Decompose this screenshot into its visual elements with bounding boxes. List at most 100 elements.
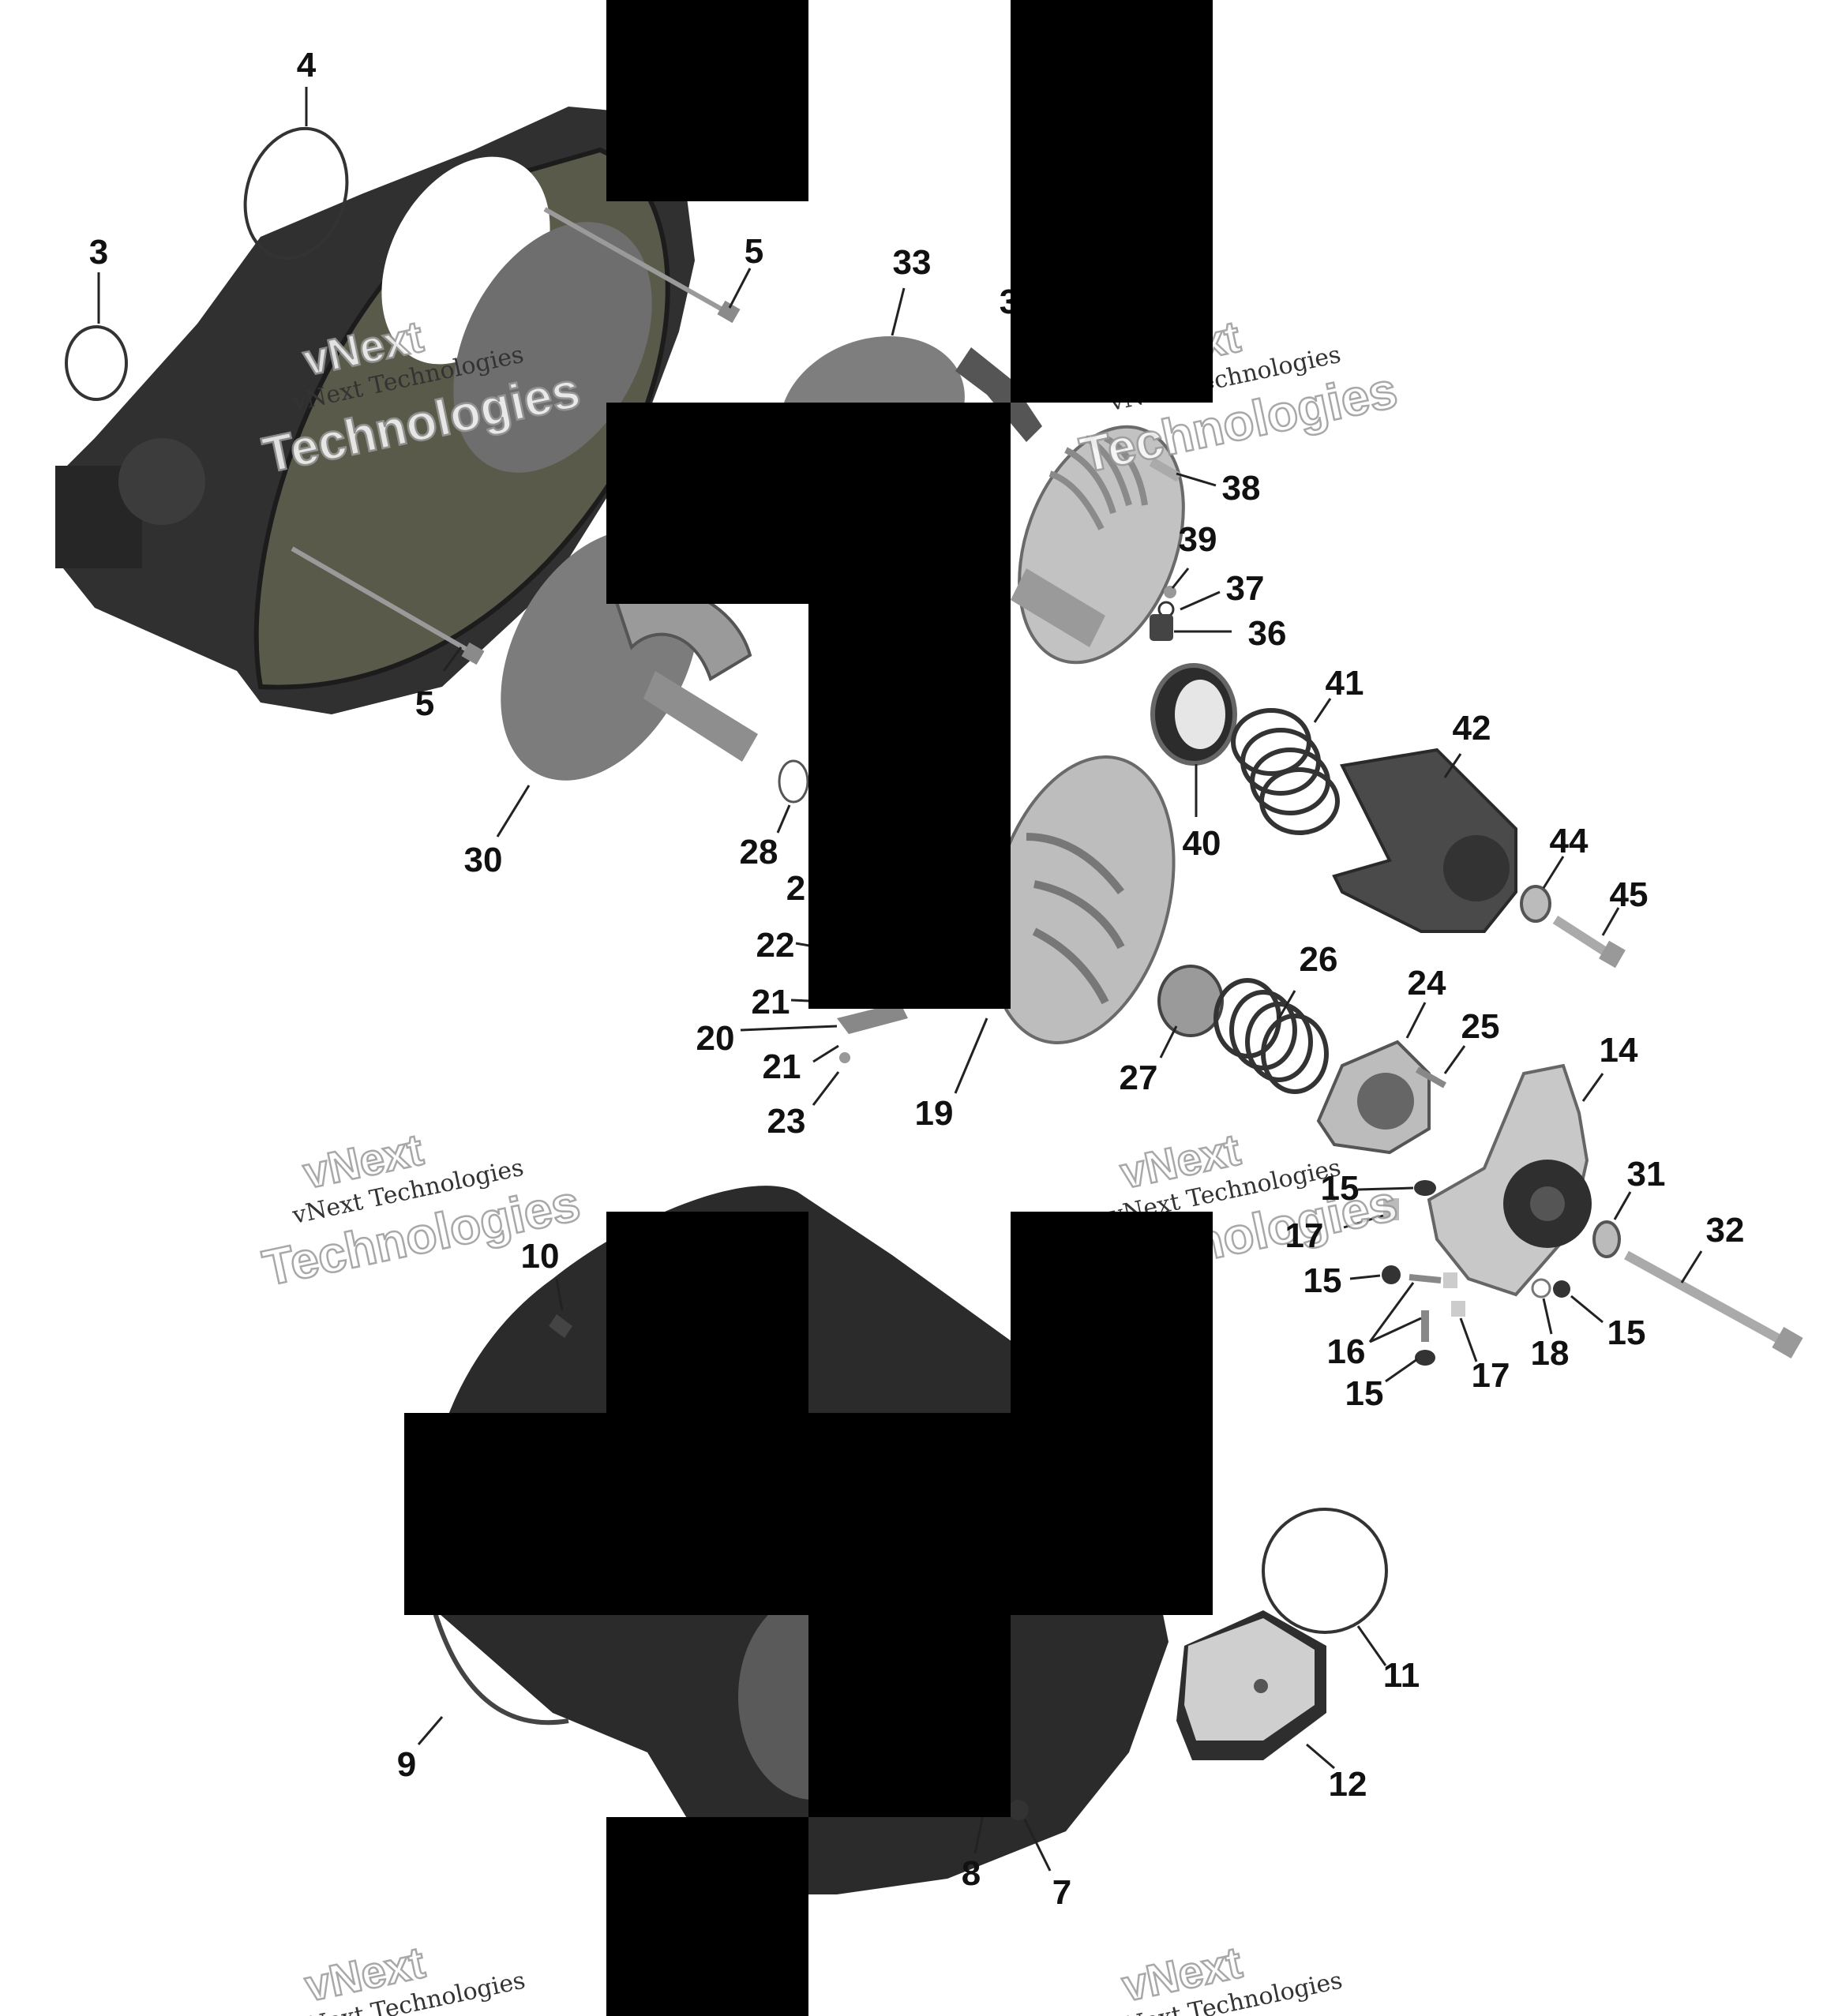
- callout-27: 27: [1120, 1059, 1158, 1097]
- bolt-5-lower: [291, 546, 485, 665]
- bolt-25: [1416, 1066, 1446, 1089]
- callout-14: 14: [1600, 1031, 1638, 1070]
- callout-9: 9: [397, 1745, 416, 1784]
- fan-19-fins: [1026, 833, 1125, 1005]
- cover-boss: [118, 438, 205, 525]
- callout-37: 37: [1226, 569, 1265, 608]
- roller-36: [1150, 614, 1173, 641]
- callout-30: 30: [464, 841, 503, 879]
- watermark-3: vNext vNext Technologies Technologies: [257, 1123, 586, 1298]
- belt-teeth: [955, 347, 1042, 442]
- callout-26: 26: [1300, 940, 1338, 979]
- bracket-14-core: [1530, 1186, 1565, 1221]
- callout-11: 11: [1383, 1656, 1420, 1695]
- washer-39: [1164, 586, 1176, 598]
- cap-12-plug: [1254, 1679, 1268, 1693]
- callout-15-c: 15: [1345, 1374, 1384, 1413]
- ring-11: [1262, 1508, 1388, 1634]
- redaction-block: [1011, 0, 1213, 403]
- callout-17-b: 17: [1472, 1356, 1510, 1395]
- callout-23: 23: [767, 1102, 806, 1141]
- cover-bore: [453, 222, 652, 473]
- inner-cover-rim: [432, 1609, 569, 1726]
- callout-8: 8: [962, 1854, 981, 1893]
- callout-7: 7: [1052, 1873, 1071, 1912]
- callout-32: 32: [1706, 1211, 1745, 1250]
- washer-44: [1520, 885, 1551, 923]
- callout-22: 22: [756, 926, 795, 965]
- callout-44: 44: [1550, 822, 1589, 860]
- fan-fins: [1048, 435, 1148, 530]
- o-ring-3: [65, 325, 128, 401]
- callout-24: 24: [1408, 964, 1446, 1002]
- callout-39: 39: [1179, 520, 1217, 559]
- ring-18: [1531, 1278, 1551, 1298]
- redaction-block: [606, 0, 808, 201]
- watermark-5: vNext vNext Technologies: [291, 1936, 528, 2016]
- callout-16: 16: [1327, 1332, 1366, 1371]
- driven-pulley-shaft: [643, 671, 758, 762]
- leader-lines: [97, 87, 1703, 1872]
- callout-21-upper: 21: [752, 983, 790, 1021]
- bolt-45: [1552, 915, 1626, 969]
- watermark-6: vNext vNext Technologies: [1108, 1936, 1345, 2016]
- callout-21-lower: 21: [763, 1047, 801, 1086]
- callout-15-b: 15: [1303, 1261, 1342, 1300]
- callout-15-d: 15: [1607, 1313, 1646, 1352]
- bracket-21: [837, 1002, 908, 1034]
- callout-20: 20: [696, 1019, 735, 1058]
- redaction-block: [808, 604, 1011, 1009]
- spring-26: [1213, 978, 1329, 1094]
- callout-labels: 3 4 5 5 33 3 38 39 37 36 41 42 40 44 45 …: [89, 46, 1745, 1912]
- bolt-5-upper: [543, 207, 741, 324]
- callout-25: 25: [1461, 1007, 1500, 1046]
- spring-41: [1231, 708, 1340, 835]
- callout-19: 19: [915, 1094, 954, 1133]
- callout-31: 31: [1627, 1155, 1666, 1193]
- screw-7: [1008, 1800, 1029, 1820]
- cover-42-hub: [1443, 835, 1510, 901]
- o-ring-4: [243, 126, 349, 260]
- callout-15-a: 15: [1321, 1169, 1360, 1208]
- bushing-17-c: [1451, 1301, 1465, 1317]
- redaction-masks: [404, 0, 1213, 2016]
- callout-5-lower: 5: [415, 684, 434, 723]
- drive-shaft: [1011, 568, 1105, 647]
- callout-2-partial: 2: [786, 869, 805, 908]
- nut-23: [839, 1052, 850, 1063]
- callout-4: 4: [297, 46, 317, 84]
- bushing-17-a: [1383, 1198, 1399, 1220]
- pin-16-a: [1409, 1274, 1442, 1283]
- callout-33: 33: [893, 243, 932, 282]
- callout-38: 38: [1222, 469, 1261, 508]
- callout-5-upper: 5: [745, 232, 763, 271]
- button-15-d: [1553, 1280, 1570, 1298]
- callout-45: 45: [1610, 875, 1649, 914]
- button-15-c: [1415, 1350, 1435, 1366]
- bushing-17-b: [1443, 1272, 1457, 1288]
- redaction-block: [606, 403, 1011, 604]
- bolt-32: [1624, 1250, 1803, 1358]
- cap-12-face: [1184, 1618, 1315, 1741]
- callout-17-a: 17: [1285, 1216, 1324, 1255]
- redaction-block: [808, 1413, 1011, 1817]
- callout-3: 3: [89, 233, 108, 272]
- callout-40: 40: [1183, 824, 1221, 863]
- o-ring-28: [778, 759, 809, 804]
- callout-42: 42: [1453, 709, 1491, 748]
- callout-12: 12: [1329, 1765, 1367, 1804]
- button-15-b: [1382, 1265, 1401, 1284]
- redaction-block: [606, 1817, 808, 2016]
- bushing-27: [1157, 965, 1224, 1037]
- callout-36: 36: [1248, 614, 1287, 653]
- screw-10: [549, 1314, 572, 1338]
- button-15-a: [1414, 1180, 1436, 1196]
- spider-40-bore: [1175, 680, 1225, 749]
- callout-10: 10: [521, 1237, 560, 1276]
- washer-31: [1592, 1220, 1621, 1258]
- hub-24-bore: [1357, 1073, 1414, 1130]
- callout-18: 18: [1531, 1334, 1570, 1373]
- pin-38: [1149, 457, 1182, 482]
- callout-41: 41: [1326, 664, 1364, 703]
